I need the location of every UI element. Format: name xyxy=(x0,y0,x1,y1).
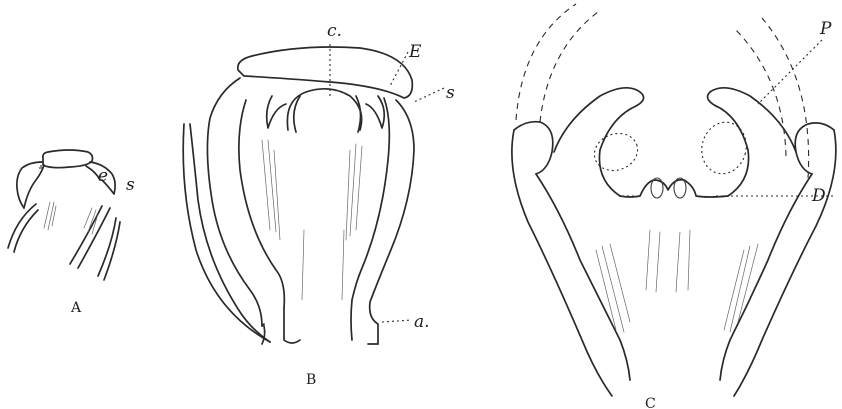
panel-a-caption: A xyxy=(70,300,82,316)
panel-c-label-p: P xyxy=(819,19,832,39)
panel-c-drawing xyxy=(512,4,836,396)
panel-a-label-e: e xyxy=(98,166,108,186)
panel-b-label-c: c. xyxy=(327,21,342,41)
panel-a-label-s: s xyxy=(126,175,135,195)
panel-c-label-d: D xyxy=(811,186,826,206)
panel-b-label-s: s xyxy=(446,83,455,103)
panel-c-caption: C xyxy=(645,396,656,409)
panel-b-drawing xyxy=(183,44,444,344)
panel-b-caption: B xyxy=(306,372,316,388)
panel-b-label-a: a. xyxy=(414,312,430,332)
panel-b-label-e: E xyxy=(408,42,422,62)
